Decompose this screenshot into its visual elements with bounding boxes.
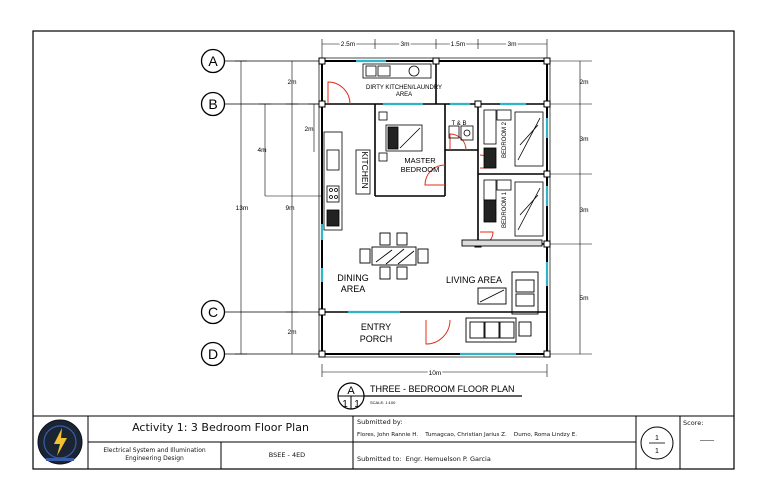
dim-left-b-sub: 2m bbox=[304, 126, 313, 133]
dim-right-ab: 2m bbox=[579, 79, 588, 86]
dim-bottom: 10m bbox=[429, 370, 442, 377]
drawing-title-text: THREE - BEDROOM FLOOR PLAN bbox=[370, 384, 515, 394]
drawing-title-num1: 1 bbox=[342, 399, 348, 410]
dim-left-ab: 2m bbox=[287, 79, 296, 86]
submitted-by-label: Submitted by: bbox=[357, 418, 403, 426]
course-name-line1: Electrical System and Illumination bbox=[103, 447, 206, 454]
activity-title: Activity 1: 3 Bedroom Floor Plan bbox=[132, 421, 309, 434]
drawing-title-scale: SCALE: 1:100 bbox=[370, 400, 396, 405]
dim-left-kitchen: 4m bbox=[257, 147, 266, 154]
drawing-title-block: A 1 1 THREE - BEDROOM FLOOR PLAN SCALE: … bbox=[337, 382, 522, 410]
bedroom2-furniture bbox=[483, 109, 544, 169]
label-living: LIVING AREA bbox=[446, 275, 502, 285]
label-dirty-kitchen: DIRTY KITCHEN/LAUNDRY bbox=[366, 85, 442, 91]
label-kitchen: KITCHEN bbox=[360, 151, 370, 188]
sheet-border bbox=[32, 30, 735, 470]
kitchen-counter bbox=[323, 131, 371, 231]
label-tb: T & B bbox=[452, 121, 467, 127]
label-bedroom1: BEDROOM 1 bbox=[502, 191, 508, 228]
student-names: Flores, John Rannie H. Tumagcao, Christi… bbox=[357, 432, 578, 438]
label-entry-2: PORCH bbox=[360, 334, 393, 344]
bedroom1-furniture bbox=[483, 179, 544, 237]
laundry-fixtures bbox=[362, 63, 432, 79]
dim-right-bedroom1: 3m bbox=[579, 207, 588, 214]
sheet-number: 1 1 bbox=[640, 426, 674, 460]
interior-walls bbox=[322, 61, 547, 313]
course-name-line2: Engineering Design bbox=[125, 455, 184, 462]
dim-right-living: 5m bbox=[579, 295, 588, 302]
drawing-title-letter: A bbox=[347, 385, 355, 397]
columns bbox=[318, 57, 551, 358]
dining-table-set bbox=[359, 232, 429, 280]
master-bedroom-furniture bbox=[378, 111, 423, 162]
score-label: Score: bbox=[683, 419, 704, 427]
dimension-lines-left bbox=[235, 60, 322, 355]
gridline-d: D bbox=[200, 341, 322, 367]
svg-text:C: C bbox=[208, 304, 218, 320]
section: BSEE - 4ED bbox=[268, 451, 306, 459]
label-master-2: BEDROOM bbox=[401, 165, 440, 174]
dimension-line-bottom bbox=[321, 364, 548, 377]
dim-left-inner: 9m bbox=[285, 205, 294, 212]
label-master-1: MASTER bbox=[404, 156, 436, 165]
svg-text:A: A bbox=[208, 53, 218, 69]
submitted-to: Submitted to: Engr. Hemuelson P. Garcia bbox=[357, 455, 491, 463]
dim-left-cd: 2m bbox=[287, 329, 296, 336]
label-entry-1: ENTRY bbox=[361, 322, 391, 332]
dimension-lines-top bbox=[321, 39, 548, 58]
dim-top-4: 3m bbox=[507, 41, 516, 48]
dimension-lines-right bbox=[547, 60, 592, 355]
svg-text:B: B bbox=[208, 96, 217, 112]
label-dining-1: DINING bbox=[337, 273, 369, 283]
dim-top-1: 2.5m bbox=[341, 41, 355, 48]
label-dirty-kitchen-2: AREA bbox=[396, 92, 412, 98]
dim-top-2: 3m bbox=[400, 41, 409, 48]
title-block-grid bbox=[87, 416, 681, 469]
living-area-furniture bbox=[461, 239, 543, 343]
dim-left-outer: 13m bbox=[236, 205, 249, 212]
toilet-and-bath-fixtures bbox=[448, 125, 474, 141]
dim-top-3: 1.5m bbox=[451, 41, 465, 48]
sheet-number-top: 1 bbox=[655, 435, 659, 442]
doors bbox=[327, 81, 494, 345]
svg-text:D: D bbox=[208, 346, 218, 362]
room-labels: DIRTY KITCHEN/LAUNDRY AREA T & B MASTER … bbox=[337, 85, 508, 344]
sheet-number-bottom: 1 bbox=[655, 448, 659, 455]
label-bedroom2: BEDROOM 2 bbox=[502, 121, 508, 158]
gridline-a: A bbox=[200, 48, 322, 74]
score-value: ____ bbox=[700, 433, 714, 441]
windows bbox=[320, 59, 549, 356]
label-dining-2: AREA bbox=[341, 284, 366, 294]
university-logo bbox=[37, 419, 83, 465]
dim-right-bedroom2: 3m bbox=[579, 136, 588, 143]
gridline-c: C bbox=[200, 299, 322, 325]
drawing-title-num2: 1 bbox=[354, 399, 360, 410]
